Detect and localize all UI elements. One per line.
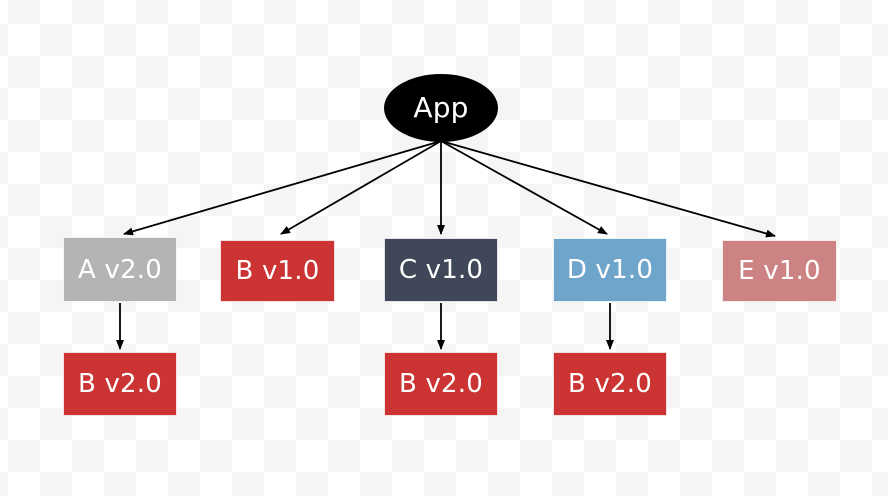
edge-app-to-b1 xyxy=(280,140,442,235)
node-label: B v2.0 xyxy=(77,369,163,399)
node-label: E v1.0 xyxy=(738,256,821,286)
node-label: D v1.0 xyxy=(566,255,654,285)
node-label: B v1.0 xyxy=(235,256,320,286)
node-label: B v2.0 xyxy=(567,369,653,399)
node-label: C v1.0 xyxy=(398,255,484,285)
node-app[interactable]: App xyxy=(384,74,498,142)
node-label: A v2.0 xyxy=(78,254,162,285)
node-b2c[interactable]: B v2.0 xyxy=(384,352,498,416)
node-label: B v2.0 xyxy=(398,369,484,399)
node-label: App xyxy=(413,91,469,124)
node-b2a[interactable]: B v2.0 xyxy=(63,352,177,416)
node-e1[interactable]: E v1.0 xyxy=(722,240,837,302)
node-b2d[interactable]: B v2.0 xyxy=(553,352,667,416)
node-a1[interactable]: A v2.0 xyxy=(63,237,177,302)
node-d1[interactable]: D v1.0 xyxy=(553,238,667,302)
node-b1[interactable]: B v1.0 xyxy=(220,240,335,302)
node-c1[interactable]: C v1.0 xyxy=(384,238,498,302)
edge-app-to-e1 xyxy=(440,140,776,238)
edge-app-to-d1 xyxy=(440,140,608,235)
edge-app-to-a1 xyxy=(123,140,442,236)
